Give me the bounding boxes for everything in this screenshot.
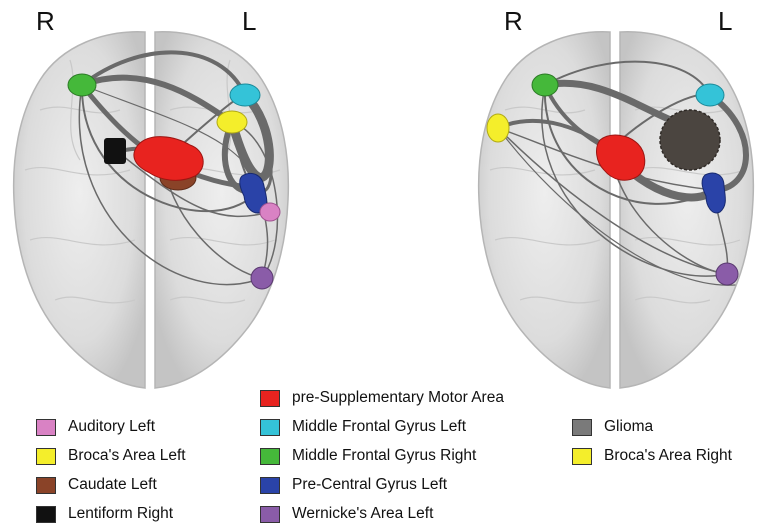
legend-item-auditory-left: Auditory Left: [36, 418, 155, 436]
middle-frontal-gyrus-right-swatch: [260, 447, 280, 465]
legend-item-pre-supplementary-motor-area: pre-Supplementary Motor Area: [260, 389, 504, 407]
brain-left: [12, 31, 290, 389]
brain-right-right-hemisphere: [477, 31, 611, 389]
brocas-area-left-node: [216, 110, 248, 134]
pre-supplementary-motor-area-node: [596, 134, 646, 181]
pre-central-gyrus-left-node: [701, 172, 726, 214]
wernickes-area-left-node: [250, 266, 274, 290]
legend-label: Broca's Area Right: [604, 447, 732, 464]
lentiform-right-swatch: [36, 505, 56, 523]
brocas-area-right-node: [486, 113, 510, 143]
legend-item-middle-frontal-gyrus-left: Middle Frontal Gyrus Left: [260, 418, 466, 436]
wernickes-area-left-swatch: [260, 505, 280, 523]
legend-label: Middle Frontal Gyrus Left: [292, 418, 467, 435]
brain-left-right-side-label: R: [36, 6, 55, 36]
glioma-node: [659, 109, 721, 171]
brain-left-regions: [67, 73, 281, 290]
brocas-area-right-swatch: [572, 447, 592, 465]
middle-frontal-gyrus-right-node: [531, 73, 559, 97]
lentiform-right-node: [104, 138, 126, 164]
pre-supplementary-motor-area-node: [133, 136, 204, 181]
brain-right-regions: [486, 73, 739, 286]
legend-label: Pre-Central Gyrus Left: [292, 476, 448, 493]
legend-label: Caudate Left: [68, 476, 157, 493]
glioma-swatch: [572, 418, 592, 436]
brain-right-right-side-label: R: [504, 6, 523, 36]
middle-frontal-gyrus-left-node: [695, 83, 725, 107]
legend-item-brocas-area-left: Broca's Area Left: [36, 447, 186, 465]
brain-right: [477, 31, 755, 389]
legend-item-middle-frontal-gyrus-right: Middle Frontal Gyrus Right: [260, 447, 476, 465]
legend-label: Lentiform Right: [68, 505, 174, 522]
middle-frontal-gyrus-left-swatch: [260, 418, 280, 436]
brain-right-left-side-label: L: [718, 6, 733, 36]
legend-item-glioma: Glioma: [572, 418, 653, 436]
brain-right-left-hemisphere: [619, 31, 755, 389]
brocas-area-left-swatch: [36, 447, 56, 465]
legend-label: Wernicke's Area Left: [292, 505, 434, 522]
legend-item-wernickes-area-left: Wernicke's Area Left: [260, 505, 433, 523]
legend-label: Middle Frontal Gyrus Right: [292, 447, 477, 464]
wernickes-area-left-node: [715, 262, 739, 286]
legend-item-pre-central-gyrus-left: Pre-Central Gyrus Left: [260, 476, 447, 494]
caudate-left-swatch: [36, 476, 56, 494]
middle-frontal-gyrus-right-node: [67, 73, 97, 97]
legend-item-caudate-left: Caudate Left: [36, 476, 157, 494]
auditory-left-swatch: [36, 418, 56, 436]
auditory-left-node: [259, 202, 281, 222]
pre-supplementary-motor-area-swatch: [260, 389, 280, 407]
legend-label: Broca's Area Left: [68, 447, 186, 464]
legend-item-lentiform-right: Lentiform Right: [36, 505, 173, 523]
legend-label: Auditory Left: [68, 418, 156, 435]
middle-frontal-gyrus-left-node: [229, 83, 261, 107]
legend-item-brocas-area-right: Broca's Area Right: [572, 447, 732, 465]
legend-label: Glioma: [604, 418, 654, 435]
brain-left-left-side-label: L: [242, 6, 257, 36]
legend-label: pre-Supplementary Motor Area: [292, 389, 504, 406]
pre-central-gyrus-left-swatch: [260, 476, 280, 494]
